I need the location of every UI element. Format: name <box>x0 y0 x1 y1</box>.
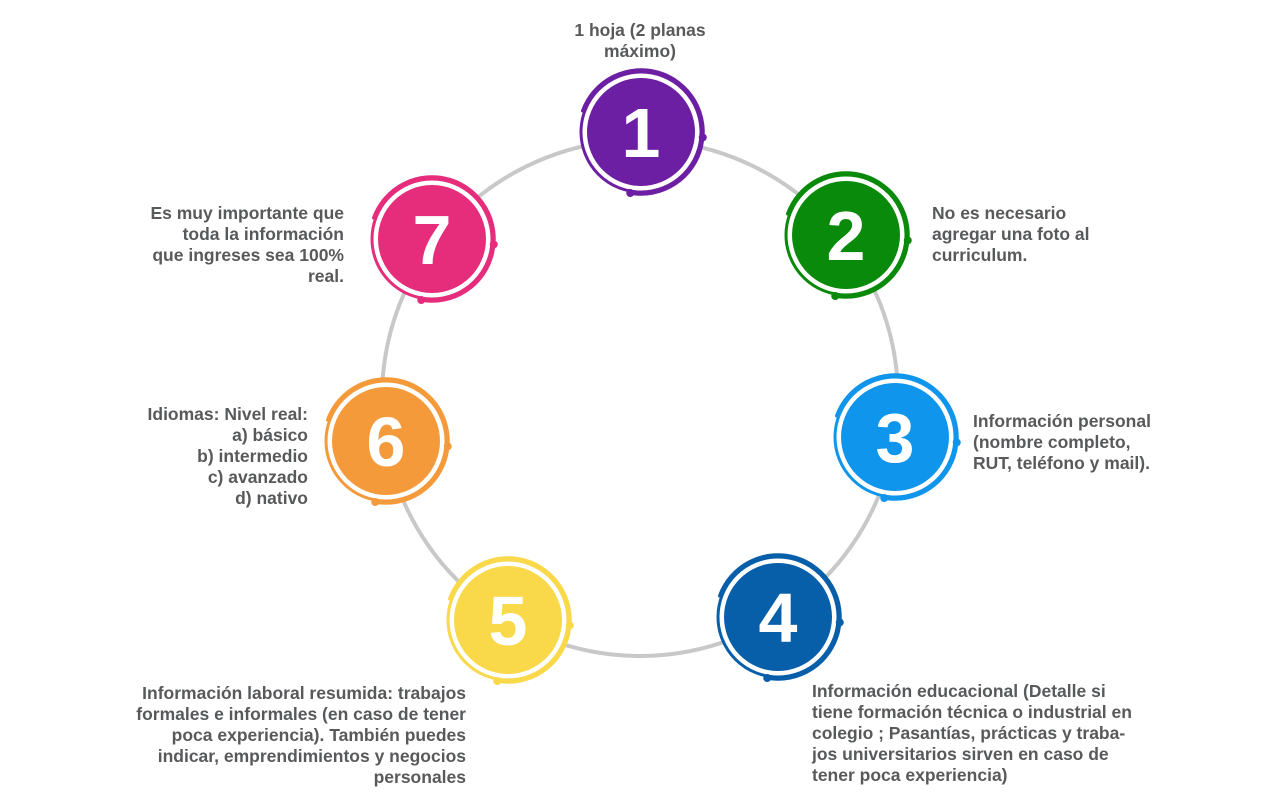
step-7-disc <box>378 185 486 293</box>
step-5-disc <box>454 566 562 674</box>
step-1-arc <box>580 68 705 196</box>
step-6-arc-end-dot <box>371 498 380 507</box>
step-4-description: Información educacional (Detalle si tien… <box>812 681 1132 785</box>
step-badge-6: 6 <box>324 377 452 507</box>
step-2-arc <box>785 171 910 299</box>
step-3-arc-end-dot <box>880 494 889 503</box>
step-3-disc <box>841 383 949 491</box>
step-4-disc <box>724 563 832 671</box>
step-6-disc <box>332 387 440 495</box>
step-badge-3: 3 <box>833 373 961 503</box>
step-3-number: 3 <box>876 399 915 477</box>
step-5-arc-start-dot <box>565 621 574 630</box>
step-badge-5: 5 <box>446 556 574 686</box>
step-2-arc-start-dot <box>903 236 912 245</box>
step-5-number: 5 <box>489 582 528 660</box>
step-6-description: Idiomas: Nivel real: a) básico b) interm… <box>147 404 308 508</box>
step-1-description: 1 hoja (2 planas máximo) <box>574 20 706 61</box>
step-5-description: Información laboral resumida: trabajos f… <box>136 683 466 787</box>
step-4-number: 4 <box>759 579 798 657</box>
step-badge-1: 1 <box>579 68 707 198</box>
step-badge-4: 4 <box>716 553 844 683</box>
step-6-number: 6 <box>367 403 406 481</box>
step-3-description: Información personal (nombre completo, R… <box>973 411 1151 473</box>
step-7-arc <box>371 175 496 303</box>
step-2-disc <box>792 181 900 289</box>
step-6-arc <box>325 377 450 505</box>
step-5-arc <box>447 556 572 684</box>
step-1-disc <box>587 78 695 186</box>
step-1-number: 1 <box>622 94 661 172</box>
step-2-arc-end-dot <box>831 292 840 301</box>
step-3-arc <box>834 373 959 501</box>
step-1-arc-start-dot <box>698 133 707 142</box>
step-2-description: No es necesario agregar una foto al curr… <box>932 203 1090 265</box>
step-3-arc-start-dot <box>952 438 961 447</box>
step-7-arc-start-dot <box>489 240 498 249</box>
step-badge-7: 7 <box>370 175 498 305</box>
step-badge-2: 2 <box>784 171 912 301</box>
step-7-description: Es muy importante que toda la informació… <box>150 203 344 286</box>
step-1-arc-end-dot <box>626 189 635 198</box>
step-6-arc-start-dot <box>443 442 452 451</box>
step-2-number: 2 <box>827 197 866 275</box>
step-4-arc-start-dot <box>835 618 844 627</box>
step-5-arc-end-dot <box>493 677 502 686</box>
step-4-arc-end-dot <box>763 674 772 683</box>
step-7-number: 7 <box>413 201 452 279</box>
step-4-arc <box>717 553 842 681</box>
step-7-arc-end-dot <box>417 296 426 305</box>
